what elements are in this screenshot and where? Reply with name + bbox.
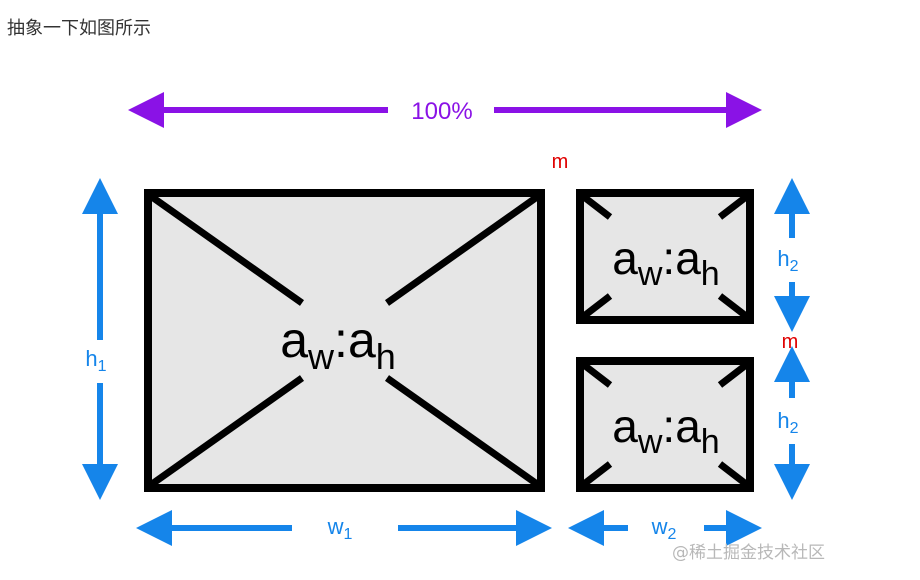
total-width-label: 100% bbox=[411, 98, 472, 125]
w2-label: w2 bbox=[651, 514, 677, 543]
h2-label-top: h2 bbox=[777, 246, 798, 275]
small-image-box-top: aw:ah bbox=[576, 189, 754, 324]
aspect-ratio-label: aw:ah bbox=[612, 232, 719, 293]
small-image-box-bottom: aw:ah bbox=[576, 357, 754, 492]
aspect-ratio-label: aw:ah bbox=[612, 400, 719, 461]
total-width-arrow: 100% bbox=[128, 92, 762, 128]
large-image-box: aw:ah bbox=[144, 189, 545, 492]
margin-label-middle: m bbox=[782, 331, 799, 353]
watermark: @稀土掘金技术社区 bbox=[672, 543, 825, 563]
caption: 抽象一下如图所示 bbox=[7, 18, 151, 39]
w1-label: w1 bbox=[327, 514, 353, 543]
h2-arrow-top: h2 bbox=[774, 178, 810, 332]
w1-arrow: w1 bbox=[136, 510, 552, 546]
h2-label-bottom: h2 bbox=[777, 408, 798, 437]
h1-arrow: h1 bbox=[82, 178, 118, 500]
margin-label-top: m bbox=[552, 151, 569, 173]
w2-arrow: w2 bbox=[568, 510, 762, 546]
h2-arrow-bottom: h2 bbox=[774, 346, 810, 500]
h1-label: h1 bbox=[85, 346, 106, 375]
aspect-ratio-label: aw:ah bbox=[280, 312, 396, 377]
